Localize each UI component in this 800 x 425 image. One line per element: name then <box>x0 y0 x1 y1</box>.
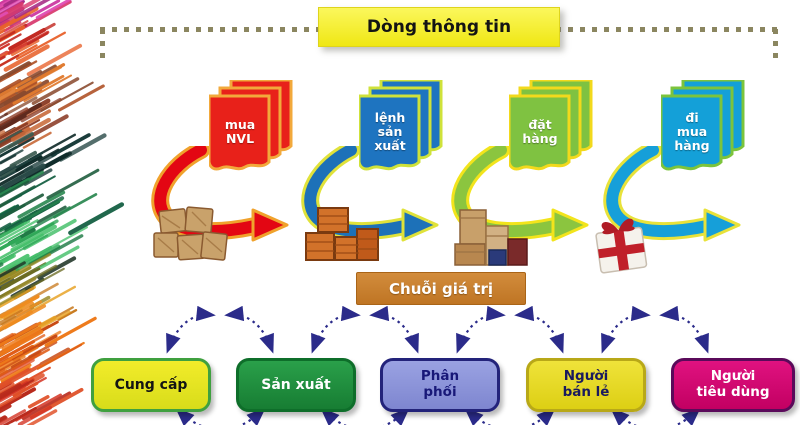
flow-arrow-icon <box>603 146 741 242</box>
document-label: lệnh sản xuất <box>374 110 406 153</box>
chain-node-consumer: Người tiêu dùng <box>671 358 795 412</box>
document-label: đặt hàng <box>522 117 558 146</box>
chain-node-production: Sản xuất <box>236 358 356 412</box>
production-crates-icon <box>305 207 379 261</box>
dotted-frame-right-end <box>773 29 778 63</box>
gift-box-icon <box>595 218 648 274</box>
chain-node-retailer: Người bán lẻ <box>526 358 646 412</box>
document-stack-icon <box>209 80 293 171</box>
document-stack-icon <box>509 80 593 171</box>
raw-material-boxes-icon <box>153 206 228 261</box>
flow-unit-purchase-materials: mua NVL <box>130 80 370 295</box>
dotted-frame-left-end <box>100 29 105 63</box>
color-strokes-decoration <box>0 0 125 425</box>
info-flow-title: Dòng thông tin <box>318 7 560 47</box>
packaged-goods-icon <box>454 209 528 266</box>
document-label: mua NVL <box>224 117 256 146</box>
value-chain-title: Chuỗi giá trị <box>356 272 526 305</box>
document-stack-icon <box>359 80 443 171</box>
flow-unit-place-order: đặt hàng <box>430 80 670 295</box>
flow-unit-production-order: lệnh sản xuất <box>280 80 520 295</box>
flow-unit-go-shopping: đi mua hàng <box>582 80 800 295</box>
chain-node-distribution: Phân phối <box>380 358 500 412</box>
exchange-arcs <box>166 305 709 425</box>
document-label: đi mua hàng <box>674 110 710 153</box>
chain-node-supply: Cung cấp <box>91 358 211 412</box>
document-stack-icon <box>661 80 745 171</box>
